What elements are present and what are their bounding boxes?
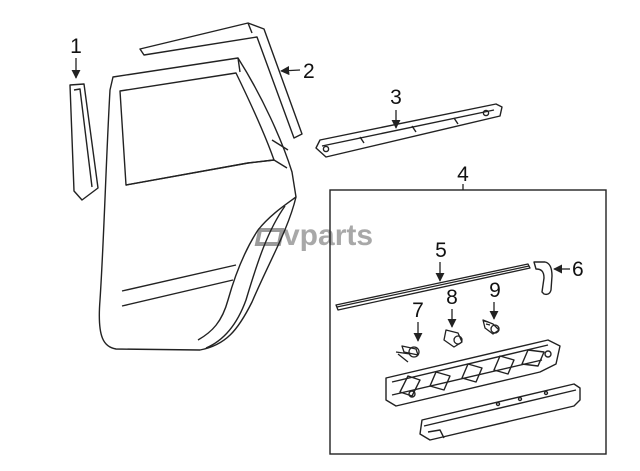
watermark-text: vparts [283,219,373,252]
callout-9: 9 [489,279,501,302]
part-5-door-moulding [335,263,531,311]
watermark-logo: vparts [254,219,373,252]
part-7-clip [395,345,420,363]
callout-4: 4 [457,163,469,186]
lower-door-moulding-panel [385,339,561,407]
part-4-assembly-group-box [329,189,607,455]
part-3-belt-moulding [315,103,503,158]
part-6-end-cap [533,261,553,296]
rear-door-shell [98,57,297,351]
callout-6: 6 [572,258,584,281]
callout-2: 2 [303,60,315,83]
callout-5: 5 [435,239,447,262]
part-8-clip [443,329,463,348]
callout-1: 1 [70,35,82,58]
callout-3: 3 [390,86,402,109]
part-9-screw [482,319,500,335]
part-2-door-weatherstrip [139,22,303,139]
callout-7: 7 [412,299,424,322]
callout-8: 8 [446,286,458,309]
lower-garnish-strip [419,383,581,441]
part-1-pillar-garnish [69,83,99,201]
callout-arrow-2 [280,66,301,76]
